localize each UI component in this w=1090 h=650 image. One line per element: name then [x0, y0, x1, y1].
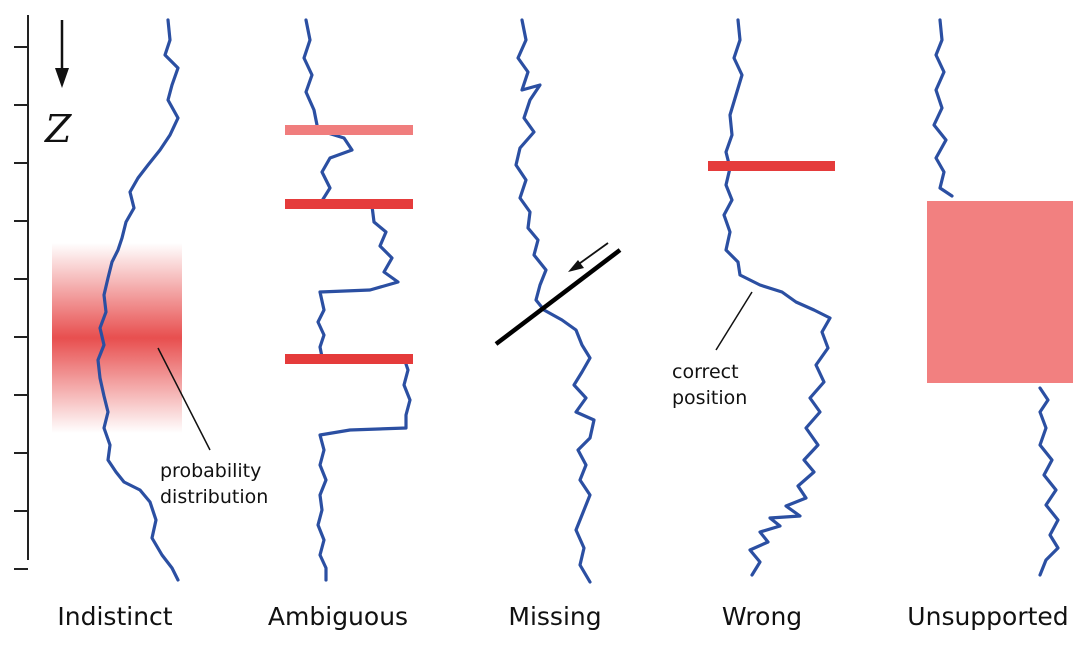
log-trace-ambiguous: [302, 18, 412, 582]
panel-label-unsupported: Unsupported: [907, 602, 1068, 631]
marker-candidate-3: [285, 354, 413, 364]
panel-wrong: correct position: [672, 18, 835, 577]
annotation-distribution: distribution: [160, 486, 268, 508]
panel-label-missing: Missing: [508, 602, 601, 631]
depth-arrow-icon: [55, 20, 69, 88]
log-trace-indistinct: [96, 18, 180, 582]
probability-band: [52, 243, 182, 433]
annotation-correct: correct: [672, 361, 739, 383]
fault-slip-arrow-icon: [568, 242, 609, 272]
panel-unsupported: [927, 18, 1073, 577]
panel-label-ambiguous: Ambiguous: [268, 602, 408, 631]
depth-axis: [14, 15, 29, 570]
marker-candidate-2: [285, 199, 413, 209]
panel-ambiguous: [285, 18, 413, 582]
wrong-marker: [708, 161, 835, 171]
log-trace-unsupported-upper: [932, 18, 954, 198]
depth-axis-label: Z: [44, 107, 72, 151]
panel-missing: [494, 18, 622, 584]
panel-label-wrong: Wrong: [722, 602, 802, 631]
log-trace-unsupported-lower: [1038, 386, 1060, 577]
panel-label-indistinct: Indistinct: [57, 602, 172, 631]
depth-axis-ticks: [14, 46, 28, 570]
log-trace-missing: [514, 18, 596, 584]
log-trace-wrong: [722, 18, 832, 577]
marker-candidate-1: [285, 125, 413, 135]
annotation-probability: probability: [160, 460, 261, 482]
panel-indistinct: probability distribution: [52, 18, 268, 582]
unsupported-interval: [927, 201, 1073, 383]
annotation-leader-line: [715, 291, 753, 351]
annotation-leader-line: [157, 347, 211, 451]
fault-line: [494, 248, 622, 346]
annotation-position: position: [672, 387, 747, 409]
